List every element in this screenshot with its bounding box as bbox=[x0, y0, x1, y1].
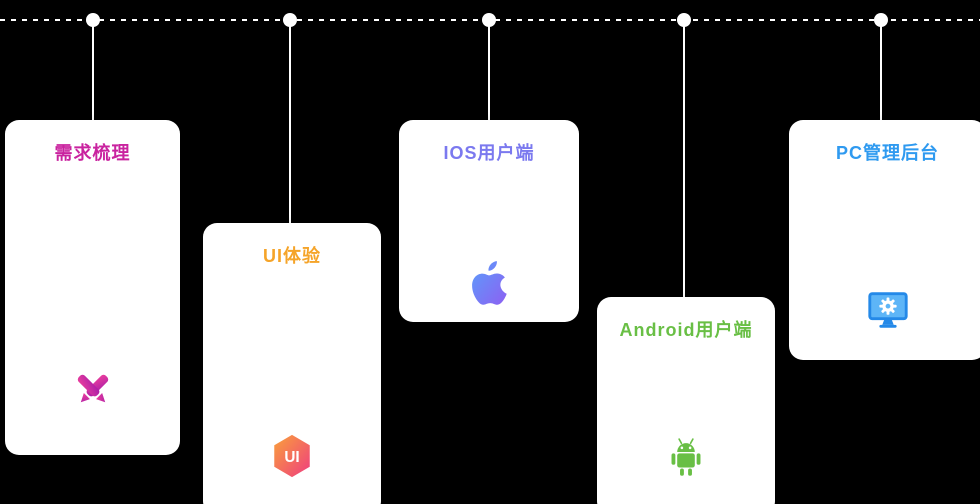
ui-hexagon-icon: UI bbox=[268, 432, 316, 480]
connector-line bbox=[683, 20, 685, 299]
stage-card-pc-admin: PC管理后台 bbox=[789, 120, 980, 360]
timeline-node bbox=[677, 13, 691, 27]
timeline-node bbox=[482, 13, 496, 27]
design-tools-icon bbox=[69, 366, 117, 414]
card-title: UI体验 bbox=[263, 246, 321, 266]
stage-card-android-client: Android用户端 bbox=[597, 297, 775, 504]
android-icon bbox=[662, 433, 710, 481]
connector-line bbox=[880, 20, 882, 122]
pc-monitor-gear-icon bbox=[864, 286, 912, 334]
timeline-node bbox=[874, 13, 888, 27]
stage-card-ios-client: IOS用户端 bbox=[399, 120, 579, 322]
stage-card-ui-experience: UI体验 UI bbox=[203, 223, 381, 504]
connector-line bbox=[92, 20, 94, 122]
connector-line bbox=[289, 20, 291, 225]
card-title: Android用户端 bbox=[619, 320, 753, 340]
apple-icon bbox=[465, 260, 513, 308]
ui-hexagon-label: UI bbox=[284, 449, 299, 466]
card-title: PC管理后台 bbox=[835, 143, 939, 163]
card-title: 需求梳理 bbox=[54, 143, 131, 163]
timeline-node bbox=[283, 13, 297, 27]
timeline-node bbox=[86, 13, 100, 27]
card-title: IOS用户端 bbox=[443, 143, 535, 163]
connector-line bbox=[488, 20, 490, 122]
stage-card-requirements: 需求梳理 bbox=[5, 120, 180, 455]
